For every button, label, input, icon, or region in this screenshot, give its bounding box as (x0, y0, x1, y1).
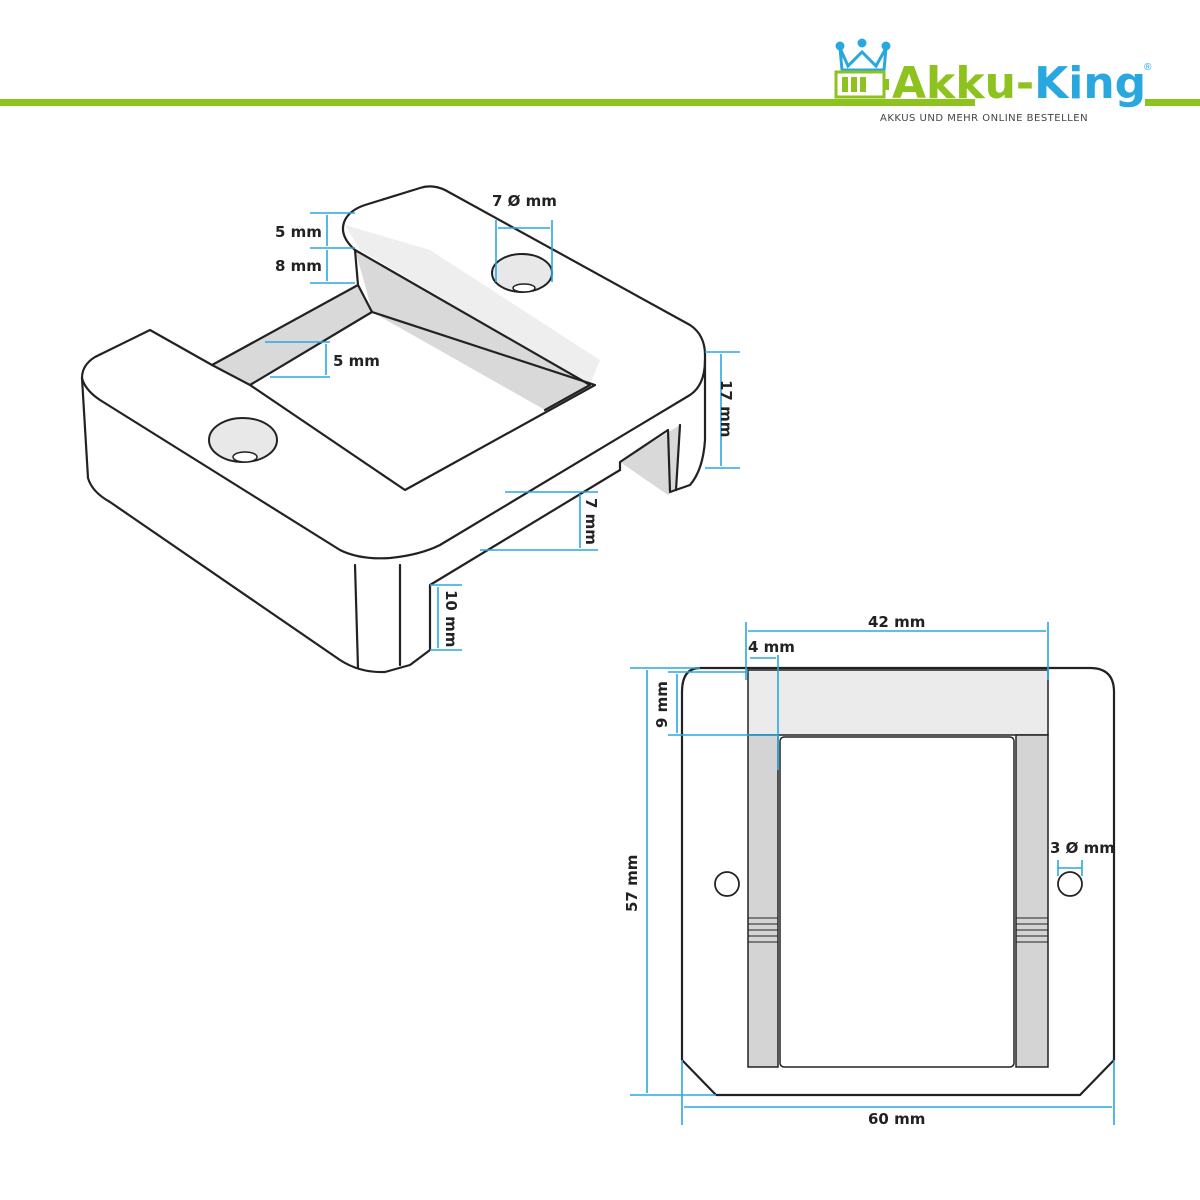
mount-hole-left (714, 871, 740, 897)
dim-hole-diameter: 7 Ø mm (492, 192, 557, 210)
logo-king: King (1034, 58, 1146, 109)
dim-inner-width: 42 mm (868, 613, 925, 631)
header-bar-right (1145, 99, 1200, 106)
dim-top-thickness: 5 mm (275, 223, 322, 241)
left-rail (747, 734, 779, 1068)
header-bar-left (0, 99, 975, 106)
registered-mark: ® (1144, 62, 1152, 73)
inner-wall-left (212, 285, 372, 385)
logo-akku: Akku- (892, 58, 1034, 109)
logo-tagline: AKKUS UND MEHR ONLINE BESTELLEN (880, 113, 1088, 124)
dim-side-step: 7 mm (582, 498, 600, 545)
dim-small-hole: 3 Ø mm (1050, 839, 1115, 857)
akku-king-logo: Akku-King ® AKKUS UND MEHR ONLINE BESTEL… (834, 38, 1152, 124)
dim-inner-step: 8 mm (275, 257, 322, 275)
dim-total-width: 60 mm (868, 1110, 925, 1128)
inner-opening (779, 736, 1015, 1068)
crown-icon (835, 38, 891, 72)
dim-inner-ledge: 5 mm (333, 352, 380, 370)
dim-total-height: 17 mm (717, 380, 735, 437)
right-rail (1015, 734, 1049, 1068)
isometric-view: 5 mm 8 mm 7 Ø mm 5 mm 17 mm 7 mm 10 mm (80, 185, 740, 674)
dim-total-height: 57 mm (623, 855, 641, 912)
top-bar (747, 669, 1049, 736)
back-arm-top (345, 225, 600, 385)
dim-top-bar: 9 mm (653, 681, 671, 728)
dimension-lines (265, 212, 740, 651)
svg-text:Akku-King: Akku-King (892, 58, 1146, 109)
battery-icon (834, 70, 889, 99)
dim-leg-height: 10 mm (442, 590, 460, 647)
mount-hole-right (1057, 871, 1083, 897)
leg-inner-wall (620, 425, 680, 495)
dimension-lines (630, 622, 1115, 1125)
dim-rail-width: 4 mm (748, 638, 795, 656)
top-view: 42 mm 4 mm 9 mm 3 Ø mm 57 mm 60 mm (623, 613, 1116, 1128)
inner-wall-back (355, 250, 590, 410)
